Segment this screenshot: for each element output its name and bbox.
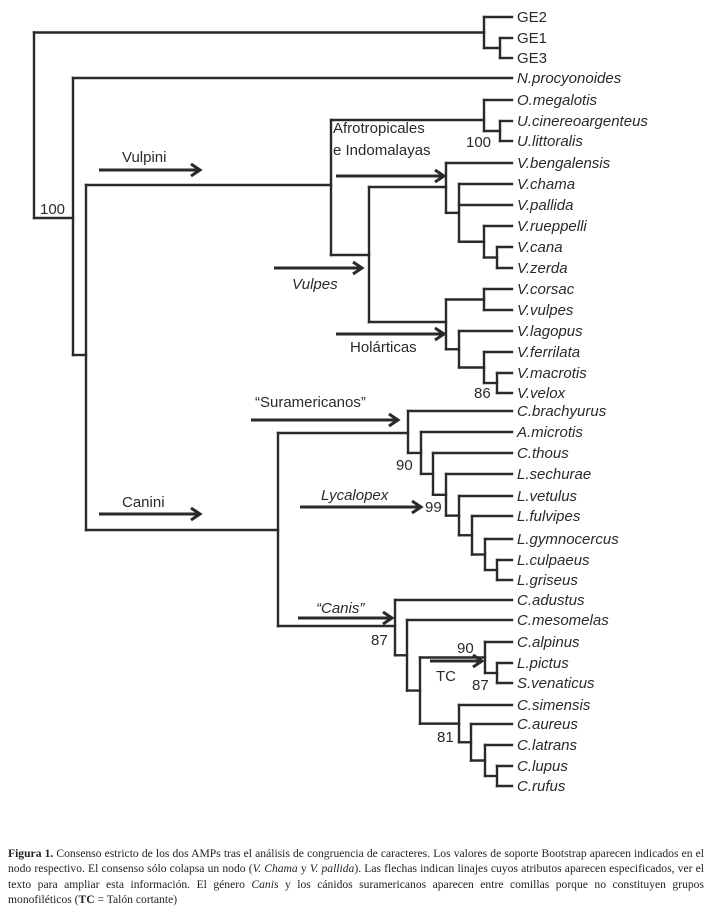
- tip-label: U.littoralis: [517, 133, 583, 150]
- arrow-afro: [336, 168, 447, 184]
- group-label-afro2: e Indomalayas: [333, 142, 431, 159]
- tip-label: L.griseus: [517, 572, 578, 589]
- figure-caption: Figura 1. Consenso estricto de los dos A…: [8, 846, 704, 908]
- tip-label: N.procyonoides: [517, 70, 622, 87]
- arrow-tc: [430, 653, 485, 669]
- tip-label: C.latrans: [517, 737, 578, 754]
- caption-text: = Talón cortante): [94, 893, 178, 907]
- arrow-vulpes: [274, 260, 365, 276]
- arrow-suramericanos: [251, 412, 401, 428]
- tip-label: C.adustus: [517, 592, 585, 609]
- tip-label: L.fulvipes: [517, 508, 581, 525]
- group-label-tc: TC: [436, 668, 456, 685]
- tip-label: L.gymnocercus: [517, 531, 619, 548]
- support-value: 87: [472, 677, 489, 694]
- tip-label: V.ferrilata: [517, 344, 580, 361]
- caption-text: Consenso estricto de los dos AMPs tras e…: [8, 847, 704, 876]
- tip-label: V.cana: [517, 239, 563, 256]
- tip-label: GE3: [517, 50, 547, 67]
- arrow-holarticas: [336, 326, 447, 342]
- group-label-suramericanos: “Suramericanos”: [255, 394, 366, 411]
- tip-label: C.simensis: [517, 697, 591, 714]
- tip-label: C.thous: [517, 445, 569, 462]
- tip-label: L.sechurae: [517, 466, 591, 483]
- arrow-canis: [298, 610, 395, 626]
- tip-label: L.culpaeus: [517, 552, 590, 569]
- support-value: 99: [425, 499, 442, 516]
- tip-label: V.bengalensis: [517, 155, 611, 172]
- tip-label: V.corsac: [517, 281, 575, 298]
- lineage-arrows: [99, 162, 485, 669]
- caption-label: Figura 1.: [8, 847, 54, 860]
- tip-label: GE2: [517, 9, 547, 26]
- tip-label: O.megalotis: [517, 92, 598, 109]
- tip-label: V.pallida: [517, 197, 573, 214]
- group-labels: Vulpini Afrotropicales e IndomalayasVulpes…: [122, 120, 456, 685]
- tip-label: GE1: [517, 30, 547, 47]
- tip-label: V.lagopus: [517, 323, 583, 340]
- tip-label: S.venaticus: [517, 675, 595, 692]
- support-values: 100 100 86 90 99 87 90 87 81: [40, 134, 491, 746]
- tip-label: C.lupus: [517, 758, 568, 775]
- tip-label: V.chama: [517, 176, 575, 193]
- tip-label: C.aureus: [517, 716, 578, 733]
- tip-label: C.alpinus: [517, 634, 580, 651]
- group-label-vulpes: Vulpes: [292, 276, 338, 293]
- tip-labels: GE2GE1GE3N.procyonoidesO.megalotisU.cine…: [516, 9, 648, 795]
- group-label-holarticas: Holárticas: [350, 339, 417, 356]
- tip-label: C.rufus: [517, 778, 566, 795]
- group-label-canini: Canini: [122, 494, 165, 511]
- group-label-canis: “Canis”: [316, 600, 365, 617]
- caption-italic: Canis: [251, 877, 279, 891]
- phylogenetic-tree: GE2GE1GE3N.procyonoidesO.megalotisU.cine…: [32, 9, 648, 795]
- tip-label: L.vetulus: [517, 488, 578, 505]
- arrow-canini: [99, 506, 203, 522]
- arrow-lycalopex: [300, 499, 424, 515]
- tree-branches: [32, 15, 514, 788]
- tip-label: V.velox: [517, 385, 566, 402]
- tip-label: C.brachyurus: [517, 403, 607, 420]
- tip-label: A.microtis: [516, 424, 583, 441]
- tip-label: V.macrotis: [517, 365, 587, 382]
- support-value: 87: [371, 632, 388, 649]
- group-label-vulpini: Vulpini: [122, 149, 166, 166]
- support-value: 86: [474, 385, 491, 402]
- tip-label: V.zerda: [517, 260, 568, 277]
- caption-text: y los cánidos suramericanos aparecen ent…: [8, 877, 704, 907]
- support-value: 100: [40, 201, 65, 218]
- support-value: 90: [396, 457, 413, 474]
- group-label-afro: Afrotropicales: [333, 120, 425, 137]
- support-value: 90: [457, 640, 474, 657]
- tip-label: V.rueppelli: [517, 218, 587, 235]
- tip-label: C.mesomelas: [517, 612, 609, 629]
- tip-label: U.cinereoargenteus: [517, 113, 648, 130]
- support-value: 81: [437, 729, 454, 746]
- tip-label: V.vulpes: [517, 302, 574, 319]
- tip-label: L.pictus: [517, 655, 569, 672]
- caption-text: y: [297, 862, 310, 876]
- support-value: 100: [466, 134, 491, 151]
- group-label-lycalopex: Lycalopex: [321, 487, 389, 504]
- caption-italic: V. pallida: [309, 862, 355, 876]
- caption-italic: V. Chama: [252, 862, 298, 876]
- arrow-vulpini: [99, 162, 203, 178]
- caption-bold: TC: [78, 893, 95, 907]
- caption-text: ). Las flechas indican linajes cuyos atr…: [8, 862, 704, 891]
